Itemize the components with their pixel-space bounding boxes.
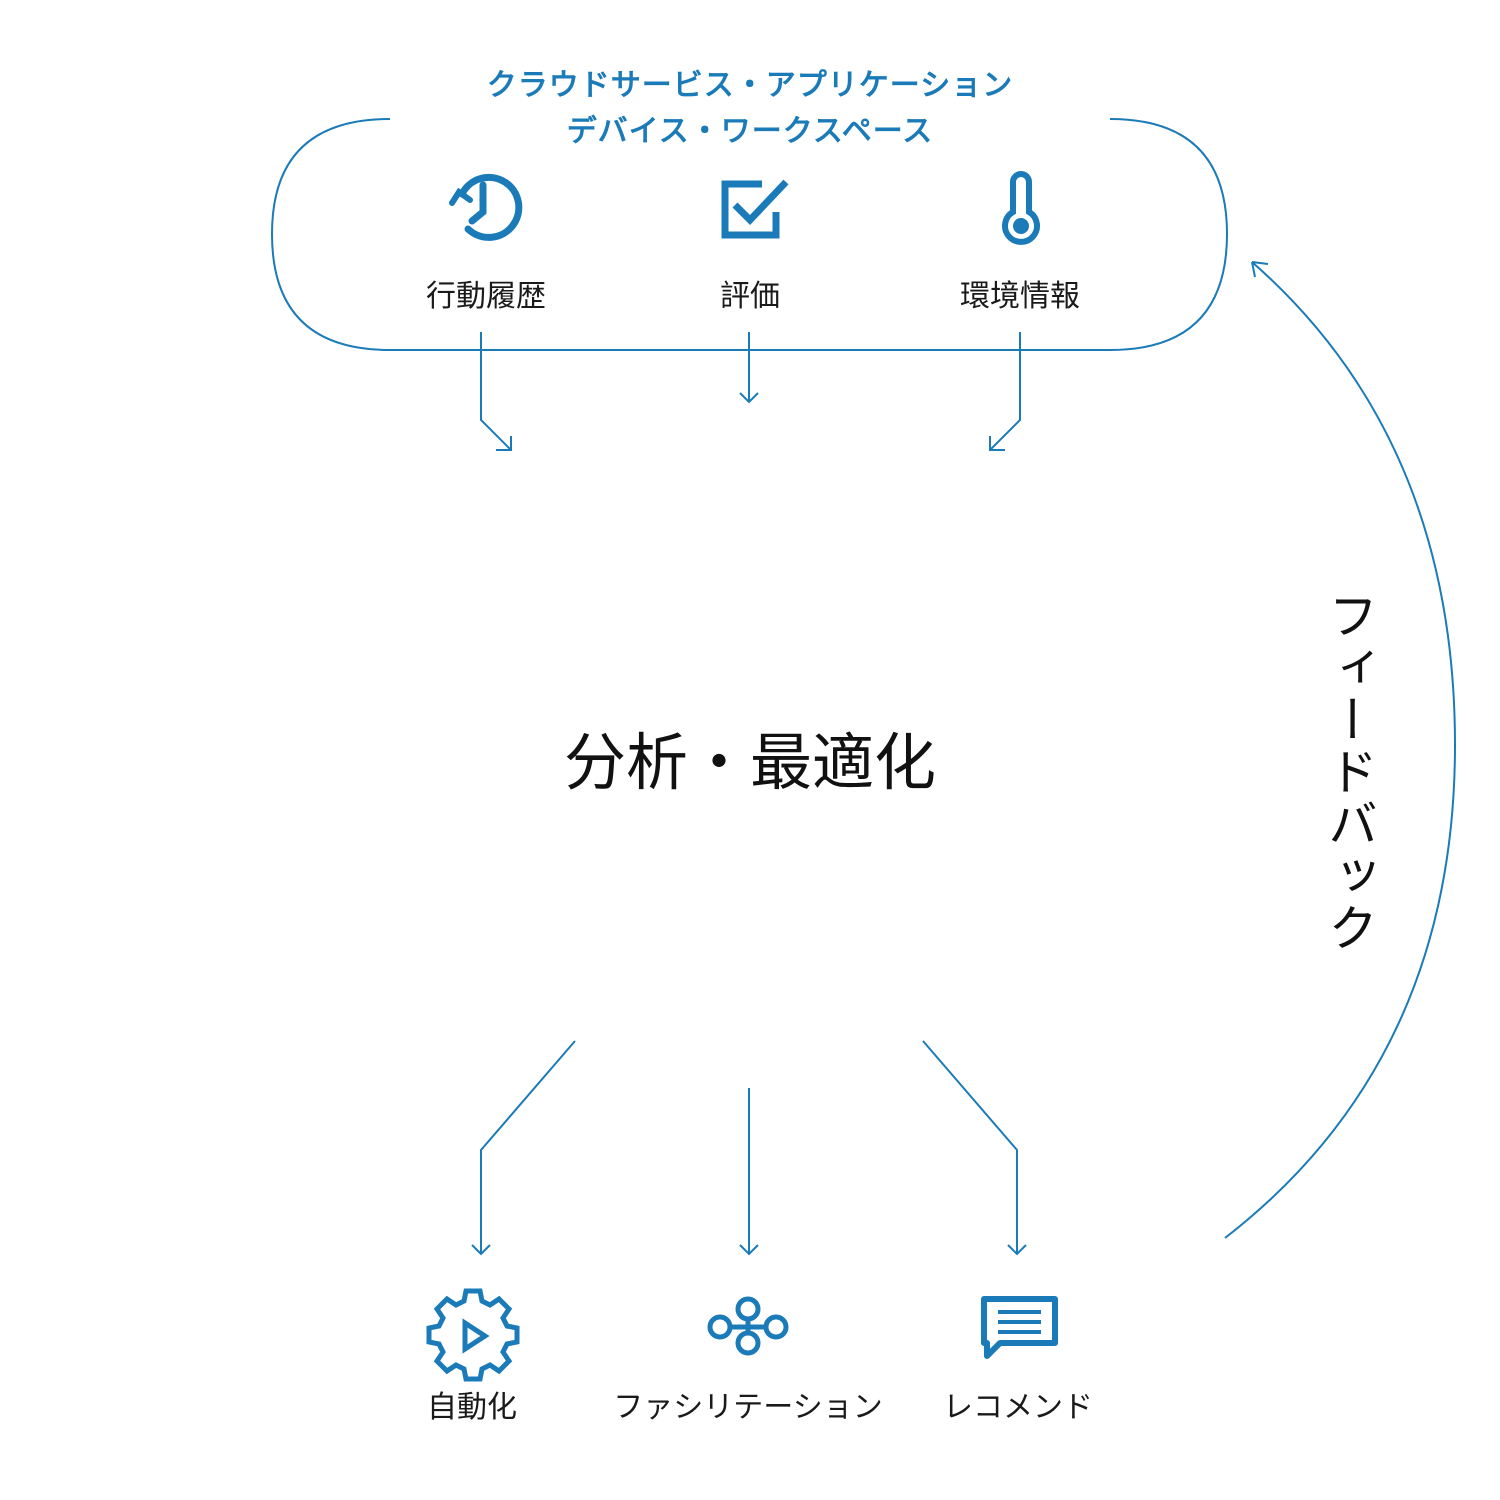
history-icon [449, 173, 523, 241]
network-icon [707, 1296, 789, 1356]
arrow-evaluation [739, 332, 759, 404]
chat-message-icon [981, 1296, 1058, 1359]
arrow-environment [989, 332, 1021, 451]
input-label-environment: 環境情報 [960, 279, 1080, 314]
center-title: 分析・最適化 [563, 726, 936, 799]
arrow-recommend [922, 1040, 1027, 1256]
input-label-evaluation: 評価 [720, 279, 780, 314]
header-line2: デバイス・ワークスペース [566, 114, 934, 149]
arrow-facilitation [739, 1088, 759, 1256]
output-arrows [471, 1040, 1027, 1256]
feedback-label: フィードバック [1320, 590, 1378, 954]
arrow-automation [471, 1040, 576, 1256]
header-line1: クラウドサービス・アプリケーション [486, 68, 1014, 103]
checkbox-icon [721, 179, 789, 239]
feedback-arrow [1224, 261, 1457, 1239]
input-arrows [480, 332, 1021, 451]
output-label-automation: 自動化 [427, 1390, 517, 1425]
input-label-history: 行動履歴 [426, 279, 546, 314]
output-label-facilitation: ファシリテーション [613, 1390, 883, 1425]
gear-play-icon [426, 1288, 520, 1382]
arrow-history [480, 332, 512, 451]
thermometer-icon [1002, 171, 1040, 245]
output-label-recommend: レコメンド [943, 1390, 1093, 1425]
